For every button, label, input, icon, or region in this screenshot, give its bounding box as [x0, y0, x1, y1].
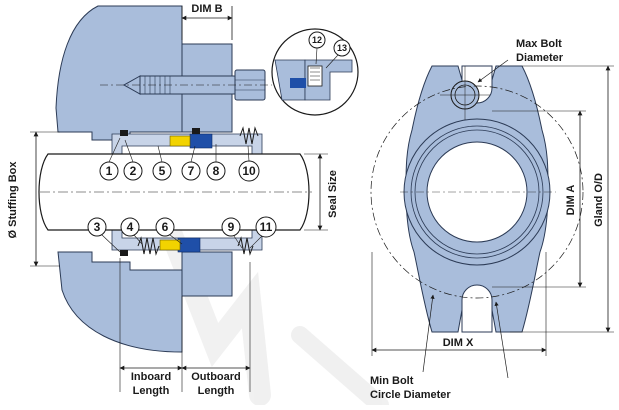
- seal-size-label: Seal Size: [327, 170, 339, 218]
- detail-inset: 12 13: [271, 28, 359, 116]
- seal-face-yellow-bottom: [159, 239, 181, 251]
- callout-5: 5: [159, 164, 166, 178]
- callout-11: 11: [260, 220, 273, 234]
- callout-circle-3: [87, 217, 107, 237]
- dim-x-label: DIM X: [443, 337, 474, 349]
- dim-a-label: DIM A: [565, 185, 577, 216]
- callout-13: 13: [337, 43, 347, 53]
- callout-8: 8: [213, 164, 220, 178]
- callout-circle-13: [333, 39, 351, 57]
- callout-circle-6: [155, 217, 175, 237]
- dim-b-label: DIM B: [191, 3, 222, 15]
- callout-6: 6: [162, 220, 169, 234]
- oring-top-mid: [192, 128, 200, 134]
- stuffing-box-housing-top: [55, 5, 183, 141]
- callouts-bottom: 3 4 6 9 11: [87, 216, 277, 253]
- bottom-bolt-slot: [461, 284, 493, 333]
- callout-circle-9: [221, 217, 241, 237]
- callout-3: 3: [94, 220, 101, 234]
- gland-od-label: Gland O/D: [593, 173, 605, 227]
- spring-bottom-right: [237, 236, 254, 256]
- max-bolt-diameter-line1: Max Bolt: [516, 38, 562, 50]
- gland-plate-bottom: [181, 251, 233, 297]
- callout-circle-4: [120, 217, 140, 237]
- outboard-length-label-line2: Length: [198, 385, 235, 397]
- callout-1: 1: [106, 164, 113, 178]
- callout-9: 9: [228, 220, 235, 234]
- inboard-length-label-line2: Length: [133, 385, 170, 397]
- callout-circle-11: [255, 216, 277, 238]
- callout-7: 7: [188, 164, 195, 178]
- callout-12: 12: [312, 35, 322, 45]
- gland-front-view: Max Bolt Diameter DIM A Gland O/D DIM X …: [370, 38, 614, 401]
- stuffing-box-label: Ø Stuffing Box: [7, 161, 19, 239]
- oring-bottom-left: [120, 250, 128, 256]
- min-bolt-circle-line2: Circle Diameter: [370, 389, 451, 401]
- min-bolt-circle-line1: Min Bolt: [370, 375, 414, 387]
- seal-face-blue-bottom: [177, 237, 201, 253]
- callout-2: 2: [130, 164, 137, 178]
- max-bolt-diameter-line2: Diameter: [516, 52, 564, 64]
- oring-top-left: [120, 130, 128, 136]
- callout-10: 10: [242, 164, 256, 178]
- callout-4: 4: [127, 220, 134, 234]
- cross-section-view: DIM B Ø Stuffing Box Seal Size Inboard L…: [7, 3, 359, 397]
- spring-top: [239, 126, 259, 145]
- outboard-length-label-line1: Outboard: [191, 371, 241, 383]
- bolt-circle-dashed: [370, 85, 584, 299]
- callouts-top: 1 2 5 7 8 10: [99, 137, 260, 182]
- inboard-length-label-line1: Inboard: [131, 371, 171, 383]
- seal-face-blue-top: [189, 133, 213, 149]
- seal-face-yellow-top: [169, 135, 191, 147]
- spring-bottom: [137, 236, 160, 256]
